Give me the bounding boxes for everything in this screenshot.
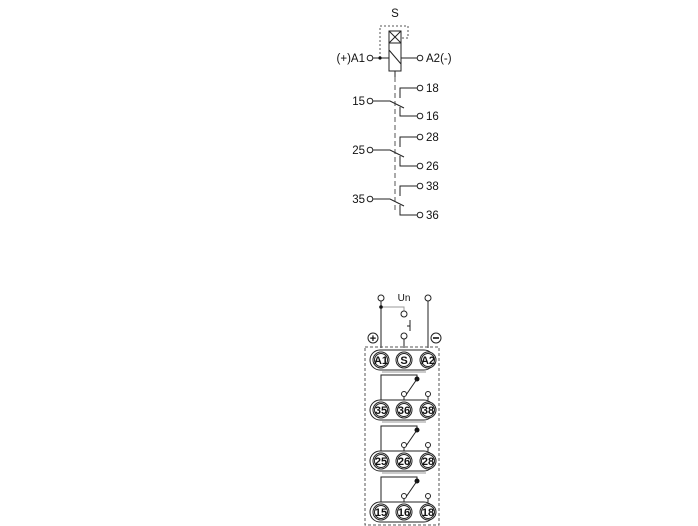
svg-text:26: 26: [426, 161, 439, 173]
contact-row-3x: 35 36 38: [369, 374, 437, 423]
terminal-s: S: [395, 351, 413, 369]
svg-text:16: 16: [398, 507, 410, 519]
contact-row-1x: 15 16 18: [369, 476, 437, 523]
svg-text:+: +: [370, 333, 376, 345]
svg-text:38: 38: [426, 181, 439, 193]
svg-text:A2: A2: [421, 355, 435, 367]
terminal-diagram: Un + A1 S A2: [364, 293, 442, 526]
svg-text:26: 26: [398, 456, 410, 468]
svg-text:18: 18: [422, 507, 434, 519]
svg-text:38: 38: [422, 405, 434, 417]
svg-text:A1: A1: [374, 355, 388, 367]
contact-row-2x: 25 26 28: [369, 425, 437, 474]
contact-2: 28 25 26: [352, 132, 439, 173]
svg-text:25: 25: [375, 456, 387, 468]
svg-text:15: 15: [352, 96, 365, 108]
svg-text:25: 25: [352, 145, 365, 157]
a2-label: A2(-): [426, 53, 452, 65]
svg-text:35: 35: [375, 405, 387, 417]
contact-3: 38 35 36: [352, 181, 439, 222]
svg-text:18: 18: [426, 83, 439, 95]
coil-schematic: S (+)A1 A2(-): [337, 8, 452, 210]
svg-text:16: 16: [426, 111, 439, 123]
a1-label: (+)A1: [337, 53, 365, 65]
svg-text:35: 35: [352, 194, 365, 206]
svg-text:36: 36: [398, 405, 410, 417]
switch-label: S: [391, 8, 399, 20]
svg-text:28: 28: [422, 456, 434, 468]
contact-1: 18 15 16: [352, 83, 439, 123]
svg-text:28: 28: [426, 132, 439, 144]
svg-text:S: S: [400, 355, 407, 367]
svg-text:36: 36: [426, 210, 439, 222]
plus-icon: [367, 332, 379, 344]
svg-text:15: 15: [375, 507, 387, 519]
terminal-a1: A1: [372, 351, 390, 369]
supply-label: Un: [398, 293, 411, 304]
terminal-a2: A2: [419, 351, 437, 369]
